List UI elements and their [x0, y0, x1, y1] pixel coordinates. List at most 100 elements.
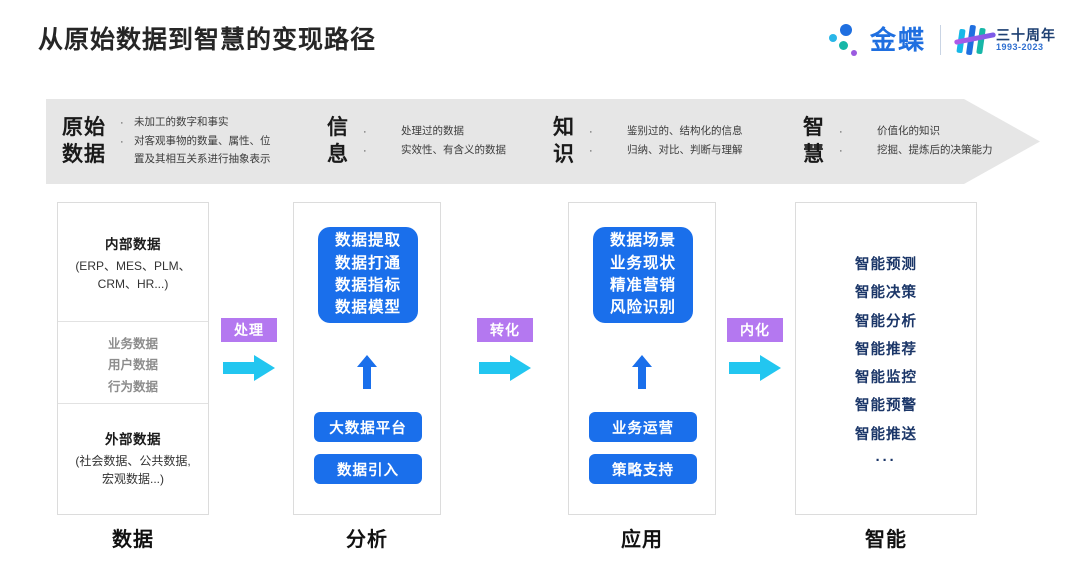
stage-bullet: 实效性、有含义的数据 — [401, 143, 506, 156]
intelligence-item: 智能预测 — [855, 257, 917, 273]
connector-label: 转化 — [477, 318, 533, 342]
right-arrow-icon — [477, 353, 533, 383]
brand-block: 金蝶 三十周年 1993-2023 — [826, 18, 1056, 62]
analysis-item: 数据指标 — [334, 277, 401, 294]
analysis-base-item-1: 大数据平台 — [314, 412, 422, 442]
segment-internal-data: 内部数据 (ERP、MES、PLM、 CRM、HR...) — [58, 203, 208, 321]
connector-label: 处理 — [221, 318, 277, 342]
stage-bullet: 归纳、对比、判断与理解 — [627, 143, 743, 156]
bullet-dot-icon: · — [839, 144, 843, 157]
stage-bullet-list: · 鉴别过的、结构化的信息 · 归纳、对比、判断与理解 — [589, 124, 743, 159]
column-data: 内部数据 (ERP、MES、PLM、 CRM、HR...) 业务数据 用户数据 … — [57, 202, 209, 515]
application-item: 风险识别 — [609, 299, 676, 317]
column-analysis: 数据提取 数据打通 数据指标 数据模型 大数据平台 数据引入 — [293, 202, 441, 515]
column-intelligence: 智能预测 智能决策 智能分析 智能推荐 智能监控 智能预警 智能推送 ··· — [795, 202, 977, 515]
column-application: 数据场景 业务现状 精准营销 风险识别 业务运营 策略支持 — [568, 202, 716, 515]
analysis-item: 数据模型 — [334, 299, 401, 317]
stage-bullet-list: · 处理过的数据 · 实效性、有含义的数据 — [363, 124, 506, 159]
column-label-intelligence: 智能 — [865, 529, 907, 551]
external-data-sub-line2: 宏观数据...) — [102, 472, 164, 486]
brand-divider — [940, 25, 941, 55]
bullet-dot-icon: · — [839, 126, 843, 138]
connector-internalization: 内化 — [727, 318, 783, 383]
stage-bullet: 处理过的数据 — [401, 125, 464, 137]
stage-wisdom: 智 慧 · 价值化的知识 · 挖掘、提炼后的决策能力 — [803, 99, 993, 184]
up-arrow-icon — [356, 355, 378, 389]
stage-bullet: 价值化的知识 — [877, 125, 940, 137]
bullet-dot-icon: · — [120, 135, 124, 148]
application-item: 精准营销 — [609, 277, 676, 294]
stage-bullet: 鉴别过的、结构化的信息 — [627, 125, 743, 137]
bullet-dot-icon: · — [120, 117, 124, 130]
internal-data-title: 内部数据 — [105, 237, 161, 252]
stage-bullet: 未加工的数字和事实 — [134, 116, 229, 129]
connector-label: 内化 — [727, 318, 783, 342]
right-arrow-icon — [221, 353, 277, 383]
intelligence-item: 智能监控 — [855, 370, 917, 387]
maturity-stage-banner: 原始 数据 ·未加工的数字和事实 ·对客观事物的数量、属性、位 置及其相互关系进… — [46, 99, 1040, 184]
stage-title: 知 识 — [553, 115, 575, 168]
analysis-base-item-2: 数据引入 — [314, 454, 422, 484]
kingdee-dots-icon — [826, 23, 860, 57]
bullet-dot-icon: · — [363, 126, 367, 138]
intelligence-item: 智能决策 — [855, 285, 917, 302]
stage-title-line2: 息 — [327, 142, 349, 166]
segment-external-data: 外部数据 (社会数据、公共数据, 宏观数据...) — [58, 403, 208, 516]
brand-name: 金蝶 — [869, 25, 926, 55]
intelligence-ellipsis: ··· — [875, 451, 897, 469]
application-item: 数据场景 — [609, 232, 676, 250]
application-base-item-2: 策略支持 — [589, 454, 697, 484]
up-arrow-icon — [631, 355, 653, 389]
intelligence-list: 智能预测 智能决策 智能分析 智能推荐 智能监控 智能预警 智能推送 ··· — [796, 203, 976, 473]
analysis-item: 数据打通 — [334, 254, 401, 272]
internal-data-sub-line1: (ERP、MES、PLM、 — [75, 259, 191, 273]
bullet-dot-icon: · — [589, 144, 593, 157]
application-base-item-1: 业务运营 — [589, 412, 697, 442]
anniversary-title: 三十周年 — [996, 26, 1056, 43]
page-title: 从原始数据到智慧的变现路径 — [38, 26, 377, 54]
connector-transformation: 转化 — [477, 318, 533, 383]
column-label-data: 数据 — [112, 529, 154, 551]
bullet-dot-icon: · — [589, 126, 593, 138]
application-capability-box: 数据场景 业务现状 精准营销 风险识别 — [593, 227, 693, 323]
anniversary-years: 1993-2023 — [996, 41, 1044, 52]
data-type-item: 用户数据 — [107, 358, 158, 373]
intelligence-item: 智能分析 — [855, 313, 917, 330]
stage-title-line2: 识 — [553, 142, 575, 166]
stage-title-line1: 原始 — [62, 116, 106, 140]
intelligence-item: 智能推荐 — [855, 341, 917, 358]
right-arrow-icon — [727, 353, 783, 383]
internal-data-subtitle: (ERP、MES、PLM、 CRM、HR...) — [58, 257, 208, 293]
stage-title-line1: 信 — [327, 116, 349, 140]
anniversary-mark-icon — [953, 23, 997, 57]
application-item: 业务现状 — [609, 254, 676, 272]
intelligence-item: 智能推送 — [855, 426, 917, 443]
bullet-dot-icon: · — [363, 144, 367, 157]
external-data-title: 外部数据 — [105, 432, 161, 447]
stage-raw-data: 原始 数据 ·未加工的数字和事实 ·对客观事物的数量、属性、位 置及其相互关系进… — [62, 99, 271, 184]
stage-bullet-list: · 价值化的知识 · 挖掘、提炼后的决策能力 — [839, 124, 993, 159]
connector-processing: 处理 — [221, 318, 277, 383]
stage-knowledge: 知 识 · 鉴别过的、结构化的信息 · 归纳、对比、判断与理解 — [553, 99, 743, 184]
internal-data-sub-line2: CRM、HR...) — [97, 277, 169, 291]
stage-title-line2: 数据 — [62, 142, 106, 166]
stage-bullet: 挖掘、提炼后的决策能力 — [877, 143, 993, 156]
column-label-analysis: 分析 — [346, 529, 388, 551]
stage-title: 信 息 — [327, 115, 349, 168]
intelligence-item: 智能预警 — [855, 398, 917, 415]
segment-data-types: 业务数据 用户数据 行为数据 — [58, 321, 208, 403]
data-type-item: 业务数据 — [107, 337, 158, 351]
external-data-subtitle: (社会数据、公共数据, 宏观数据...) — [58, 452, 208, 488]
stage-title-line1: 智 — [803, 116, 825, 140]
data-type-item: 行为数据 — [107, 379, 158, 394]
analysis-item: 数据提取 — [334, 232, 401, 250]
stage-bullet-list: ·未加工的数字和事实 ·对客观事物的数量、属性、位 置及其相互关系进行抽象表示 — [120, 115, 271, 168]
stage-title: 智 慧 — [803, 115, 825, 168]
analysis-capability-box: 数据提取 数据打通 数据指标 数据模型 — [318, 227, 418, 323]
external-data-sub-line1: (社会数据、公共数据, — [75, 454, 191, 468]
stage-title-line2: 慧 — [803, 142, 825, 166]
anniversary-badge: 三十周年 1993-2023 — [953, 23, 1056, 57]
stage-title-line1: 知 — [553, 116, 575, 140]
stage-title: 原始 数据 — [62, 115, 106, 168]
stage-information: 信 息 · 处理过的数据 · 实效性、有含义的数据 — [327, 99, 506, 184]
